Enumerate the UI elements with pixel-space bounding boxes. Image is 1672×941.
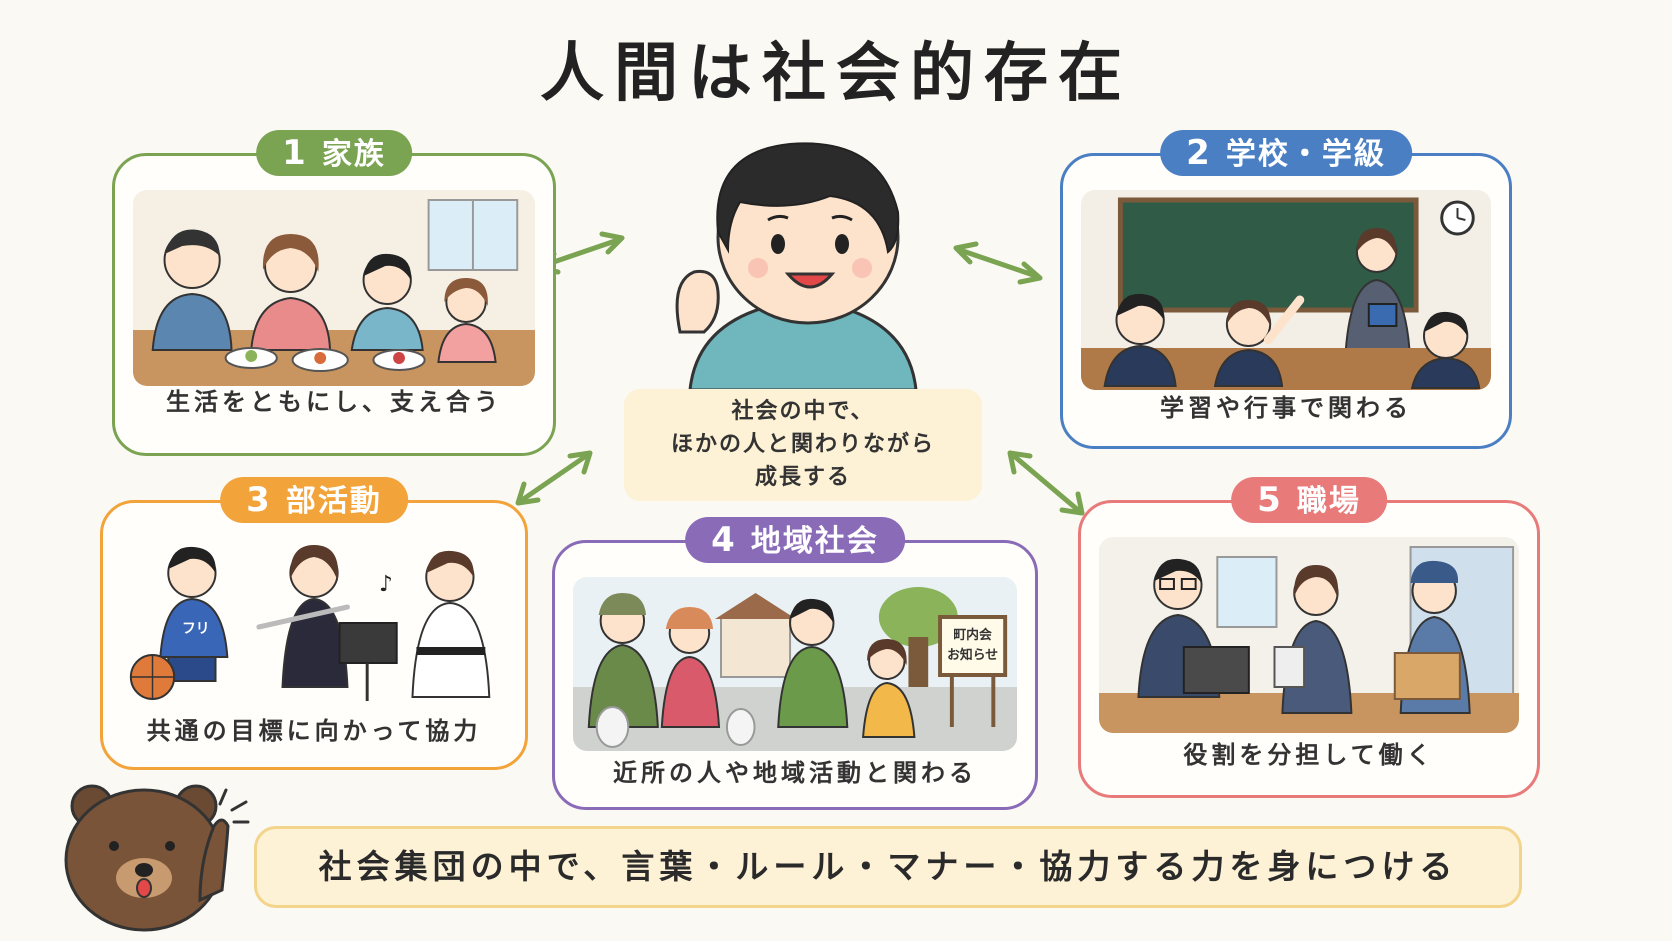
card-tag: 3 部活動 bbox=[220, 477, 408, 523]
jersey-text: フリ bbox=[182, 621, 210, 637]
center-line: 社会の中で、 bbox=[731, 399, 875, 424]
center-line: 成長する bbox=[754, 465, 851, 490]
music-note-icon: ♪ bbox=[379, 572, 393, 597]
club-illustration: フリ ♪ bbox=[121, 537, 507, 707]
card-number: 3 bbox=[246, 480, 272, 520]
card-caption: 役割を分担して働く bbox=[1183, 741, 1435, 769]
card-tag: 5 職場 bbox=[1231, 477, 1387, 523]
card-family: 1 家族 生活をともにし、支え合う bbox=[112, 130, 556, 456]
sign-line1: 町内会 bbox=[953, 627, 992, 643]
card-caption: 共通の目標に向かって協力 bbox=[146, 717, 482, 745]
school-illustration bbox=[1081, 190, 1491, 390]
double-arrow-icon bbox=[953, 241, 1043, 285]
family-illustration bbox=[133, 190, 535, 386]
double-arrow-icon bbox=[1007, 450, 1085, 516]
card-name: 学校・学級 bbox=[1225, 137, 1386, 172]
card-name: 家族 bbox=[321, 137, 386, 172]
card-name: 職場 bbox=[1296, 484, 1361, 519]
card-club: 3 部活動 フリ ♪ 共通の目標に向かって協力 bbox=[100, 477, 528, 770]
card-workplace: 5 職場 役割を分担して働く bbox=[1078, 477, 1540, 798]
community-illustration: 町内会 お知らせ bbox=[573, 577, 1017, 751]
bottom-message: 社会集団の中で、言葉・ルール・マナー・協力する力を身につける bbox=[254, 826, 1522, 908]
sign-line2: お知らせ bbox=[947, 647, 998, 663]
card-community: 4 地域社会 町内会 お知らせ bbox=[552, 517, 1038, 810]
card-tag: 4 地域社会 bbox=[685, 517, 905, 563]
card-number: 4 bbox=[711, 520, 737, 560]
workplace-illustration bbox=[1099, 537, 1519, 733]
card-number: 1 bbox=[282, 133, 308, 173]
card-name: 部活動 bbox=[285, 484, 382, 519]
center-line: ほかの人と関わりながら bbox=[670, 432, 935, 457]
page-title: 人間は社会的存在 bbox=[540, 37, 1132, 111]
center-message: 社会の中で、 ほかの人と関わりながら 成長する bbox=[624, 389, 982, 501]
card-name: 地域社会 bbox=[750, 524, 879, 559]
card-tag: 2 学校・学級 bbox=[1160, 130, 1412, 176]
card-caption: 近所の人や地域活動と関わる bbox=[613, 759, 977, 787]
double-arrow-icon bbox=[515, 450, 593, 506]
boy-character bbox=[675, 142, 918, 390]
bear-mascot bbox=[64, 784, 250, 932]
card-number: 2 bbox=[1186, 133, 1212, 173]
card-school: 2 学校・学級 学習や行事で関わる bbox=[1060, 130, 1512, 449]
card-caption: 生活をともにし、支え合う bbox=[166, 388, 502, 416]
card-caption: 学習や行事で関わる bbox=[1160, 394, 1412, 422]
card-tag: 1 家族 bbox=[256, 130, 412, 176]
card-number: 5 bbox=[1257, 480, 1283, 520]
